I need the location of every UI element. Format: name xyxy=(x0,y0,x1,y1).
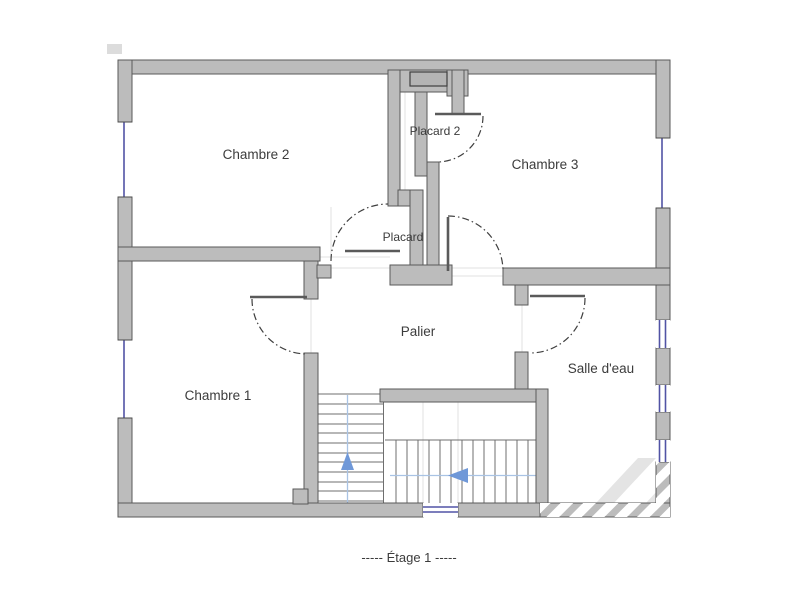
room-label-palier: Palier xyxy=(401,324,436,339)
door-arc-chambre3 xyxy=(447,215,504,272)
wall-post xyxy=(292,488,309,505)
wall-segment xyxy=(387,69,401,207)
stair-flight-lower xyxy=(385,439,536,503)
wall-segment xyxy=(316,264,332,279)
wall-segment xyxy=(389,264,453,286)
door-arc-chambre2 xyxy=(330,203,389,262)
wall-segment xyxy=(457,502,541,518)
window xyxy=(118,339,132,419)
wall-segment xyxy=(117,196,133,341)
wall-segment xyxy=(514,284,529,306)
wall-segment xyxy=(451,69,465,115)
stairs-up-arrow-icon xyxy=(341,452,354,470)
wall-segment xyxy=(303,260,319,300)
watermark-stripes xyxy=(656,462,670,517)
wall-segment xyxy=(655,411,671,441)
window xyxy=(656,440,670,462)
wall-segment xyxy=(414,91,428,177)
duct-box xyxy=(409,71,448,87)
wall-segment xyxy=(117,417,133,518)
stairs-left-arrow-icon xyxy=(448,468,468,483)
door-arc-chambre1 xyxy=(251,298,308,355)
wall-segment xyxy=(117,59,133,123)
wall-segment xyxy=(426,161,440,272)
room-labels: Chambre 2 Chambre 3 Chambre 1 Palier Sal… xyxy=(185,124,635,403)
wall-segment xyxy=(535,388,549,504)
watermark-stripes xyxy=(540,503,670,517)
wall-segment xyxy=(655,347,671,386)
room-label-chambre3: Chambre 3 xyxy=(512,157,579,172)
door-arc-placard2 xyxy=(436,115,484,163)
floor-caption: ----- Étage 1 ----- xyxy=(361,550,456,565)
wall-segment xyxy=(502,267,671,286)
windows xyxy=(118,121,670,517)
walls xyxy=(117,59,671,518)
wall-segment xyxy=(117,246,321,262)
window xyxy=(423,503,458,517)
wall-segment xyxy=(655,59,671,139)
wall-segment xyxy=(379,388,549,403)
corner-mark xyxy=(107,44,122,54)
room-label-salle-deau: Salle d'eau xyxy=(568,361,634,376)
window xyxy=(656,385,670,412)
window xyxy=(118,121,132,198)
staircase xyxy=(318,393,536,503)
window xyxy=(656,320,670,348)
room-label-placard: Placard xyxy=(383,230,424,244)
doors xyxy=(250,112,586,355)
wall-segment xyxy=(655,207,671,321)
wall-segment xyxy=(303,352,319,504)
window xyxy=(656,137,670,209)
room-label-chambre2: Chambre 2 xyxy=(223,147,290,162)
door-arc-salle-deau xyxy=(529,297,586,354)
room-label-placard2: Placard 2 xyxy=(410,124,461,138)
room-label-chambre1: Chambre 1 xyxy=(185,388,252,403)
wall-segment xyxy=(117,502,424,518)
